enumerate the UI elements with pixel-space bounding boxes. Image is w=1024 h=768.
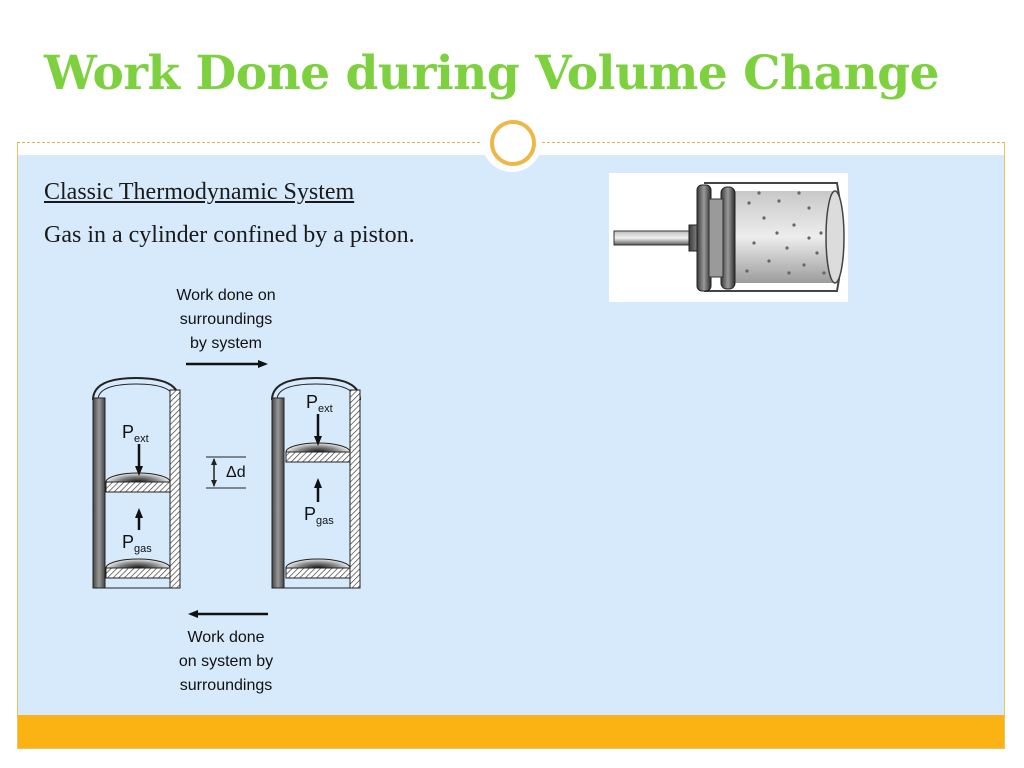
ring-icon — [490, 120, 536, 166]
piston-cylinder-image — [609, 173, 848, 302]
left-p-ext-sub: ext — [134, 433, 149, 445]
bottom-label-line-3: surroundings — [180, 677, 273, 694]
left-p-gas-sub: gas — [134, 543, 152, 555]
work-diagram: Work done on surroundings by system P ex… — [88, 280, 378, 700]
left-p-ext-label: P — [122, 422, 134, 442]
left-arrow-down-head — [135, 466, 143, 476]
subheading: Classic Thermodynamic System — [44, 179, 355, 205]
arrow-left-head — [188, 610, 198, 618]
arrow-right-head — [258, 360, 268, 368]
left-arrow-up-head — [135, 508, 143, 518]
slide-title: Work Done during Volume Change — [44, 46, 940, 101]
body-text: Gas in a cylinder confined by a piston. — [44, 222, 415, 248]
right-p-ext-label: P — [306, 392, 318, 412]
right-cylinder — [271, 376, 361, 589]
left-cylinder — [92, 376, 181, 589]
top-label-line-1: Work done on — [176, 287, 275, 304]
delta-arrow-up — [211, 458, 217, 465]
piston-work-diagram: Work done on surroundings by system P ex… — [92, 287, 361, 694]
right-p-gas-label: P — [304, 504, 316, 524]
delta-arrow-down — [211, 480, 217, 487]
right-arrow-down-head — [314, 436, 322, 446]
piston-cylinder-icon — [613, 182, 845, 292]
top-label-line-3: by system — [190, 335, 262, 352]
right-p-gas-sub: gas — [316, 515, 334, 527]
bottom-label-line-2: on system by — [179, 653, 273, 670]
left-p-gas-label: P — [122, 532, 134, 552]
top-label-line-2: surroundings — [180, 311, 273, 328]
right-p-ext-sub: ext — [318, 403, 333, 415]
delta-d-label: Δd — [226, 464, 246, 481]
footer-bar — [18, 715, 1004, 748]
bottom-label-line-1: Work done — [187, 629, 264, 646]
right-arrow-up-head — [314, 478, 322, 488]
